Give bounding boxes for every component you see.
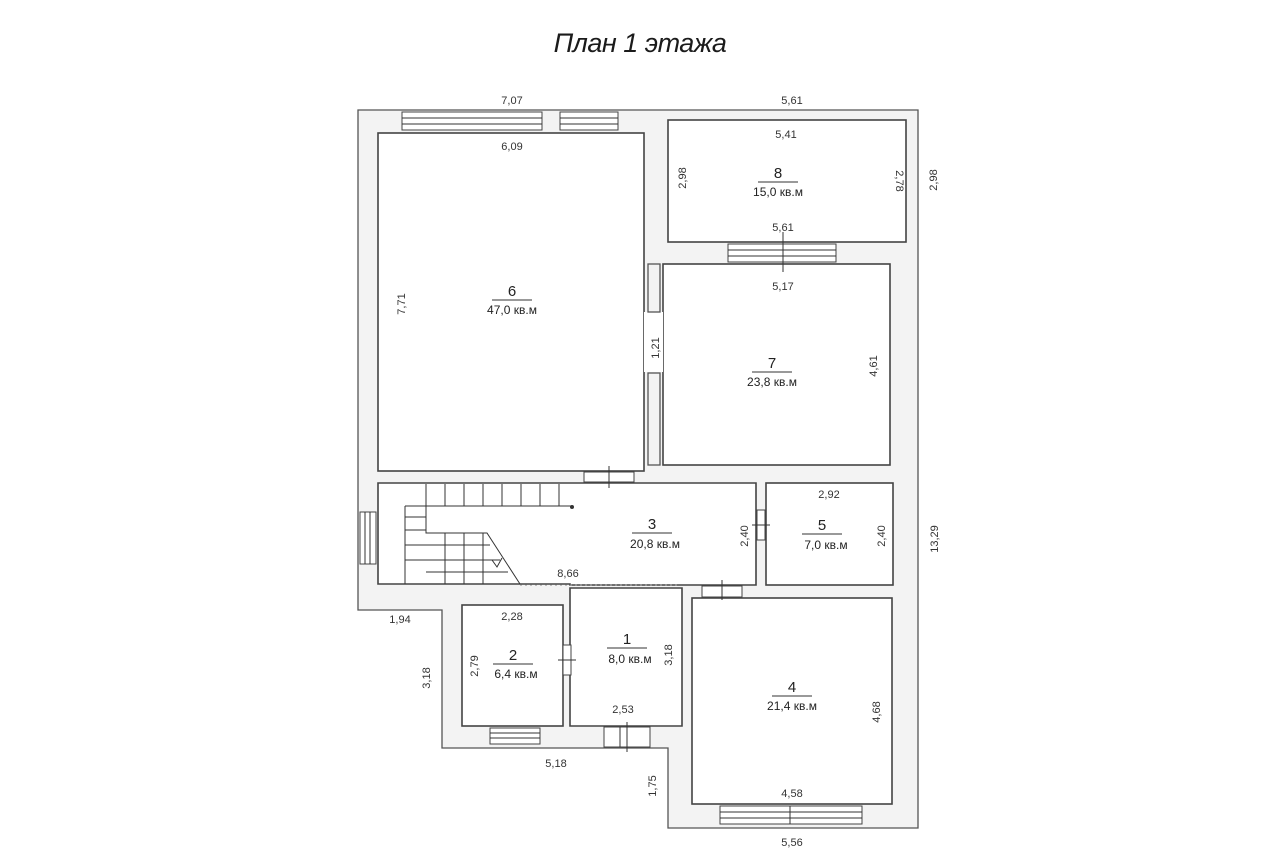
dimension-label: 4,61 bbox=[868, 355, 880, 376]
dimension-label: 2,28 bbox=[501, 611, 522, 623]
room-area: 20,8 кв.м bbox=[630, 537, 680, 551]
dimension-label: 1,94 bbox=[389, 614, 410, 626]
room-number: 8 bbox=[774, 165, 782, 182]
dimension-label: 2,98 bbox=[677, 167, 689, 188]
room-label-8: 8 15,0 кв.м bbox=[753, 165, 803, 199]
room-label-5: 5 7,0 кв.м bbox=[802, 517, 848, 552]
dimension-label: 8,66 bbox=[557, 568, 578, 580]
dimension-label: 2,79 bbox=[469, 655, 481, 676]
room-area: 15,0 кв.м bbox=[753, 185, 803, 199]
window-left-room3 bbox=[359, 511, 377, 565]
room-area: 47,0 кв.м bbox=[487, 303, 537, 317]
room-number: 2 bbox=[509, 647, 517, 664]
room-area: 8,0 кв.м bbox=[608, 652, 651, 666]
staircase bbox=[404, 484, 680, 586]
room-number: 6 bbox=[508, 283, 516, 300]
room-number: 5 bbox=[818, 517, 826, 534]
room-4-space bbox=[691, 597, 893, 805]
dimension-label: 3,18 bbox=[663, 644, 675, 665]
dimension-label: 7,07 bbox=[501, 95, 522, 107]
room-area: 6,4 кв.м bbox=[494, 667, 537, 681]
dimension-label: 5,61 bbox=[772, 222, 793, 234]
room-label-2: 2 6,4 кв.м bbox=[493, 647, 538, 681]
dimension-label: 1,21 bbox=[650, 337, 662, 358]
dimension-label: 5,17 bbox=[772, 281, 793, 293]
room-7-space bbox=[662, 263, 891, 466]
window-room7-top bbox=[727, 243, 837, 263]
dimension-label: 1,75 bbox=[647, 775, 659, 796]
room-area: 21,4 кв.м bbox=[767, 699, 817, 713]
room-label-1: 1 8,0 кв.м bbox=[607, 631, 652, 666]
dimension-label: 2,40 bbox=[739, 525, 751, 546]
room-1-space bbox=[569, 587, 683, 727]
dimension-label: 5,41 bbox=[775, 129, 796, 141]
dimension-label: 4,58 bbox=[781, 788, 802, 800]
window-room2-bottom bbox=[489, 727, 541, 745]
dimension-label: 4,68 bbox=[871, 701, 883, 722]
door-room3-room5 bbox=[752, 509, 770, 541]
room-number: 3 bbox=[648, 516, 656, 533]
door-room3-room4 bbox=[701, 580, 743, 600]
door-room1-room2 bbox=[558, 644, 576, 676]
room-6-space bbox=[377, 132, 645, 472]
room-label-6: 6 47,0 кв.м bbox=[487, 283, 537, 317]
dimension-label: 2,53 bbox=[612, 704, 633, 716]
partition-lower bbox=[647, 372, 661, 466]
dimension-label: 2,78 bbox=[893, 170, 905, 191]
dimension-label: 5,18 bbox=[545, 758, 566, 770]
room-number: 1 bbox=[623, 631, 631, 648]
dimension-label: 2,40 bbox=[876, 525, 888, 546]
room-label-4: 4 21,4 кв.м bbox=[767, 679, 817, 713]
room-number: 4 bbox=[788, 679, 796, 696]
dimension-label: 6,09 bbox=[501, 141, 522, 153]
door-opening bbox=[644, 312, 663, 372]
dimension-label: 5,61 bbox=[781, 95, 802, 107]
room-area: 23,8 кв.м bbox=[747, 375, 797, 389]
room-2-space bbox=[461, 604, 564, 727]
room-number: 7 bbox=[768, 355, 776, 372]
plan-title: План 1 этажа bbox=[553, 28, 727, 58]
dimension-label: 3,18 bbox=[421, 667, 433, 688]
door-room6-room3 bbox=[583, 466, 635, 488]
dimension-label: 2,92 bbox=[818, 489, 839, 501]
room-label-7: 7 23,8 кв.м bbox=[747, 355, 797, 389]
room-8-space bbox=[667, 119, 907, 243]
room-label-3: 3 20,8 кв.м bbox=[630, 516, 680, 551]
dimension-label: 2,98 bbox=[928, 169, 940, 190]
window-top-room6 bbox=[401, 111, 619, 131]
room-area: 7,0 кв.м bbox=[804, 538, 847, 552]
entrance-door bbox=[603, 722, 651, 752]
dimension-label: 5,56 bbox=[781, 837, 802, 849]
dimension-label: 7,71 bbox=[396, 293, 408, 314]
window-room4-bottom bbox=[719, 805, 863, 825]
partition-upper bbox=[647, 263, 661, 313]
dimension-label: 13,29 bbox=[929, 525, 941, 553]
